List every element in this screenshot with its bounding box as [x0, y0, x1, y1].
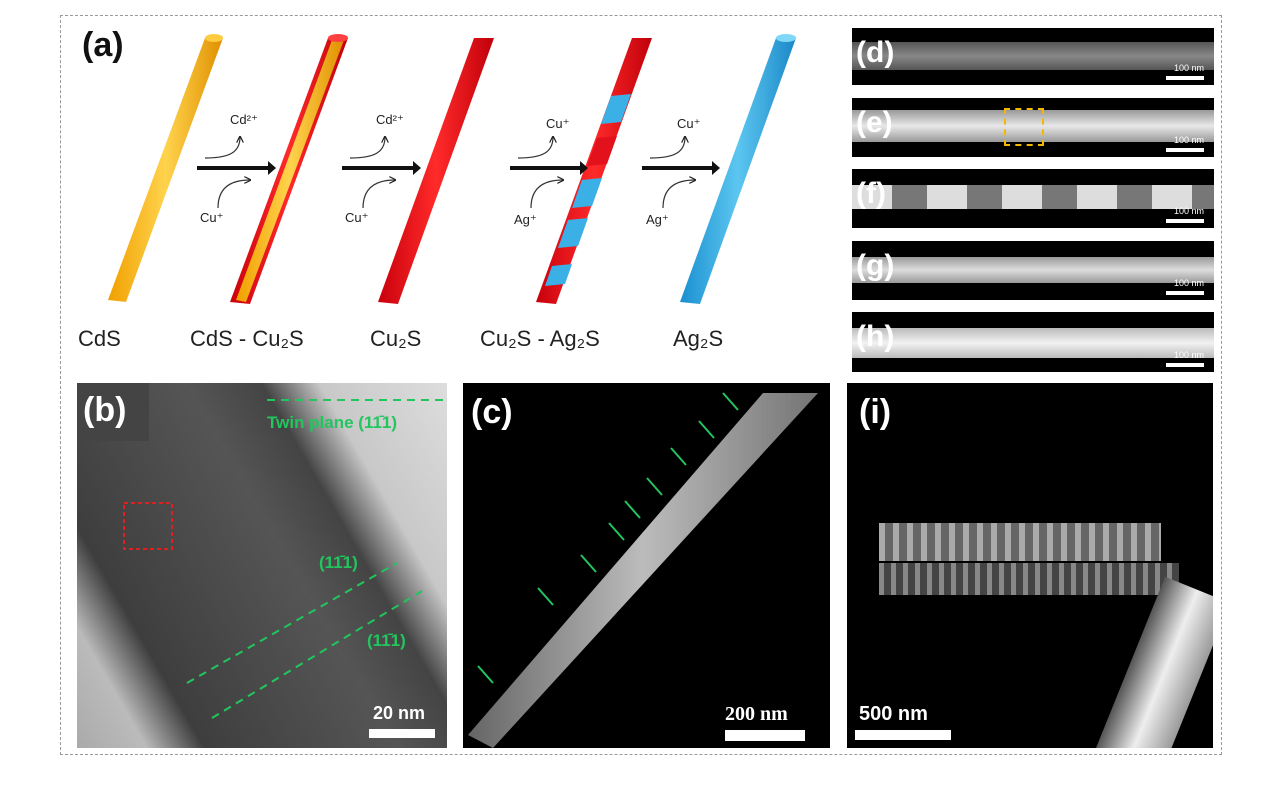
cation-exchange-scheme: [108, 34, 796, 304]
selection-box: [123, 502, 173, 550]
scale-bar-label: 100 nm: [1173, 278, 1204, 288]
scale-bar: [1166, 219, 1204, 223]
panel-g: (g) 100 nm: [852, 241, 1214, 300]
panel-f: (f) 100 nm: [852, 169, 1214, 228]
panel-h: (h) 100 nm: [852, 312, 1214, 372]
ion-out-3: Cu⁺: [546, 116, 570, 131]
caption-cu2s: Cu₂S: [370, 326, 422, 351]
ion-out-1: Cd²⁺: [230, 112, 258, 127]
green-arrows: [477, 392, 739, 684]
cds-rod: [108, 34, 223, 302]
panel-i-label: (i): [859, 393, 892, 431]
panel-i: (i) 500 nm: [847, 383, 1213, 748]
panel-a-label: (a): [82, 26, 124, 64]
cds-cu2s-rod: [230, 34, 348, 304]
panel-h-label: (h): [856, 320, 895, 353]
caption-cds-cu2s: CdS - Cu₂S: [190, 326, 304, 351]
scale-bar-label: 200 nm: [725, 703, 788, 725]
ion-in-3: Ag⁺: [514, 212, 537, 227]
scale-bar: [1166, 148, 1204, 152]
caption-cds: CdS: [78, 326, 121, 351]
caption-ag2s: Ag₂S: [673, 326, 724, 351]
scale-bar-label: 100 nm: [1173, 135, 1204, 145]
panel-e: (e) 100 nm: [852, 98, 1214, 157]
panel-d: (d) 100 nm: [852, 28, 1214, 85]
plane-label-1: (11̄1): [319, 553, 358, 572]
panel-a: (a) Cd²⁺ Cu⁺ Cd²⁺ Cu⁺ Cu⁺ Ag⁺ Cu⁺ Ag⁺ Cd…: [70, 20, 835, 370]
highlight-box: [1004, 108, 1044, 146]
ion-out-4: Cu⁺: [677, 116, 701, 131]
plane-label-2: (11̄1): [367, 631, 406, 650]
figure-frame: [60, 15, 1222, 755]
panel-b-label-bg: [77, 383, 149, 441]
ion-in-1: Cu⁺: [200, 210, 224, 225]
panel-b-label: (b): [83, 391, 127, 429]
panel-c-label: (c): [471, 393, 513, 431]
panel-c: (c) 200 nm: [463, 383, 830, 748]
ion-in-2: Cu⁺: [345, 210, 369, 225]
scale-bar: [855, 730, 951, 740]
nanowire-image: [468, 392, 818, 748]
scale-bar: [1166, 76, 1204, 80]
ag2s-rod: [680, 34, 796, 304]
ion-out-2: Cd²⁺: [376, 112, 404, 127]
panel-b: (b) Twin plane (11̄1) (11̄1) (11̄1) 20 n…: [77, 383, 447, 748]
scale-bar: [1166, 363, 1204, 367]
scale-bar-label: 100 nm: [1173, 63, 1204, 73]
twin-plane-lines: [123, 399, 443, 719]
scale-bar-label: 20 nm: [373, 703, 426, 723]
twin-plane-label: Twin plane (11̄1): [267, 413, 398, 432]
scale-bar-label: 500 nm: [859, 703, 928, 725]
ion-in-4: Ag⁺: [646, 212, 669, 227]
scale-bar: [369, 729, 435, 738]
panel-e-label: (e): [856, 106, 893, 139]
scale-bar-label: 100 nm: [1173, 206, 1204, 216]
scale-bar-label: 100 nm: [1173, 350, 1204, 360]
scale-bar: [1166, 291, 1204, 295]
panel-g-label: (g): [856, 249, 895, 282]
caption-cu2s-ag2s: Cu₂S - Ag₂S: [480, 326, 600, 351]
panel-f-label: (f): [856, 177, 886, 210]
panel-d-label: (d): [856, 36, 895, 69]
nanowire-diagonal: [1093, 576, 1213, 748]
cu2s-rod: [378, 38, 494, 304]
cu2s-ag2s-rod: [536, 38, 652, 304]
nanowire-lower: [879, 563, 1179, 595]
nanowire-upper: [879, 523, 1161, 561]
scale-bar: [725, 730, 805, 741]
